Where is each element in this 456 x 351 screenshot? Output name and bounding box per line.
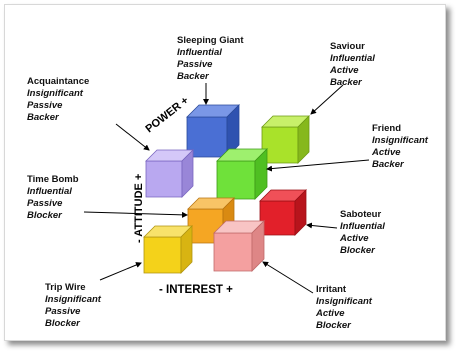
label-time-bomb: Time Bomb Influential Passive Blocker	[27, 174, 79, 221]
label-trait: Backer	[330, 77, 363, 88]
label-trait: Passive	[27, 198, 63, 209]
cube-friend	[216, 148, 268, 200]
label-friend: Friend Insignificant Active Backer	[371, 123, 429, 170]
arrow-irritant	[262, 261, 314, 294]
label-trip-wire: Trip Wire Insignificant Passive Blocker	[45, 282, 102, 329]
label-trait: Influential	[340, 221, 385, 232]
label-trait: Influential	[27, 186, 72, 197]
arrow-time-bomb	[83, 211, 188, 218]
label-trait: Backer	[27, 112, 60, 123]
arrow-acquaintance	[115, 123, 150, 151]
label-title: Saviour	[330, 41, 365, 52]
label-trait: Influential	[330, 53, 375, 64]
arrow-saboteur	[306, 222, 338, 229]
label-trait: Blocker	[45, 318, 81, 329]
axis-interest-label: - INTEREST +	[159, 284, 233, 296]
arrow-saviour	[310, 84, 344, 115]
label-title: Sleeping Giant	[177, 35, 244, 46]
label-trait: Insignificant	[45, 294, 102, 305]
label-title: Time Bomb	[27, 174, 79, 185]
cube-acquaintance	[145, 149, 194, 198]
diagram-frame: POWER + - ATTITUDE + - INTEREST + Sleepi…	[4, 4, 446, 341]
label-trait: Insignificant	[27, 88, 84, 99]
label-trait: Active	[329, 65, 359, 76]
label-trait: Influential	[177, 47, 222, 58]
cube-saviour	[261, 115, 310, 164]
label-saviour: Saviour Influential Active Backer	[329, 41, 375, 88]
arrow-trip-wire	[99, 262, 142, 281]
label-trait: Passive	[45, 306, 81, 317]
label-title: Friend	[372, 123, 401, 134]
label-trait: Active	[315, 308, 345, 319]
pointer-arrows	[83, 83, 370, 294]
label-trait: Backer	[177, 71, 210, 82]
label-trait: Passive	[27, 100, 63, 111]
label-trait: Blocker	[316, 320, 352, 331]
label-title: Saboteur	[340, 209, 381, 220]
stakeholder-cube-diagram: POWER + - ATTITUDE + - INTEREST + Sleepi…	[27, 35, 429, 331]
label-title: Acquaintance	[27, 76, 89, 87]
label-irritant: Irritant Insignificant Active Blocker	[315, 284, 373, 331]
cube-trip-wire	[143, 225, 193, 274]
axis-power-label: POWER +	[143, 94, 191, 135]
label-trait: Insignificant	[372, 135, 429, 146]
label-trait: Active	[371, 147, 401, 158]
label-title: Irritant	[316, 284, 347, 295]
label-trait: Active	[339, 233, 369, 244]
label-acquaintance: Acquaintance Insignificant Passive Backe…	[27, 76, 89, 123]
label-trait: Insignificant	[316, 296, 373, 307]
label-trait: Backer	[372, 159, 405, 170]
arrow-friend	[266, 159, 370, 172]
axis-attitude-label: - ATTITUDE +	[133, 174, 145, 243]
label-sleeping-giant: Sleeping Giant Influential Passive Backe…	[177, 35, 244, 82]
label-title: Trip Wire	[45, 282, 86, 293]
label-trait: Passive	[177, 59, 213, 70]
cube-sleeping-giant	[186, 104, 240, 158]
label-trait: Blocker	[27, 210, 63, 221]
cube-saboteur	[259, 189, 307, 236]
label-trait: Blocker	[340, 245, 376, 256]
label-saboteur: Saboteur Influential Active Blocker	[339, 209, 385, 256]
cube-irritant	[213, 220, 265, 272]
